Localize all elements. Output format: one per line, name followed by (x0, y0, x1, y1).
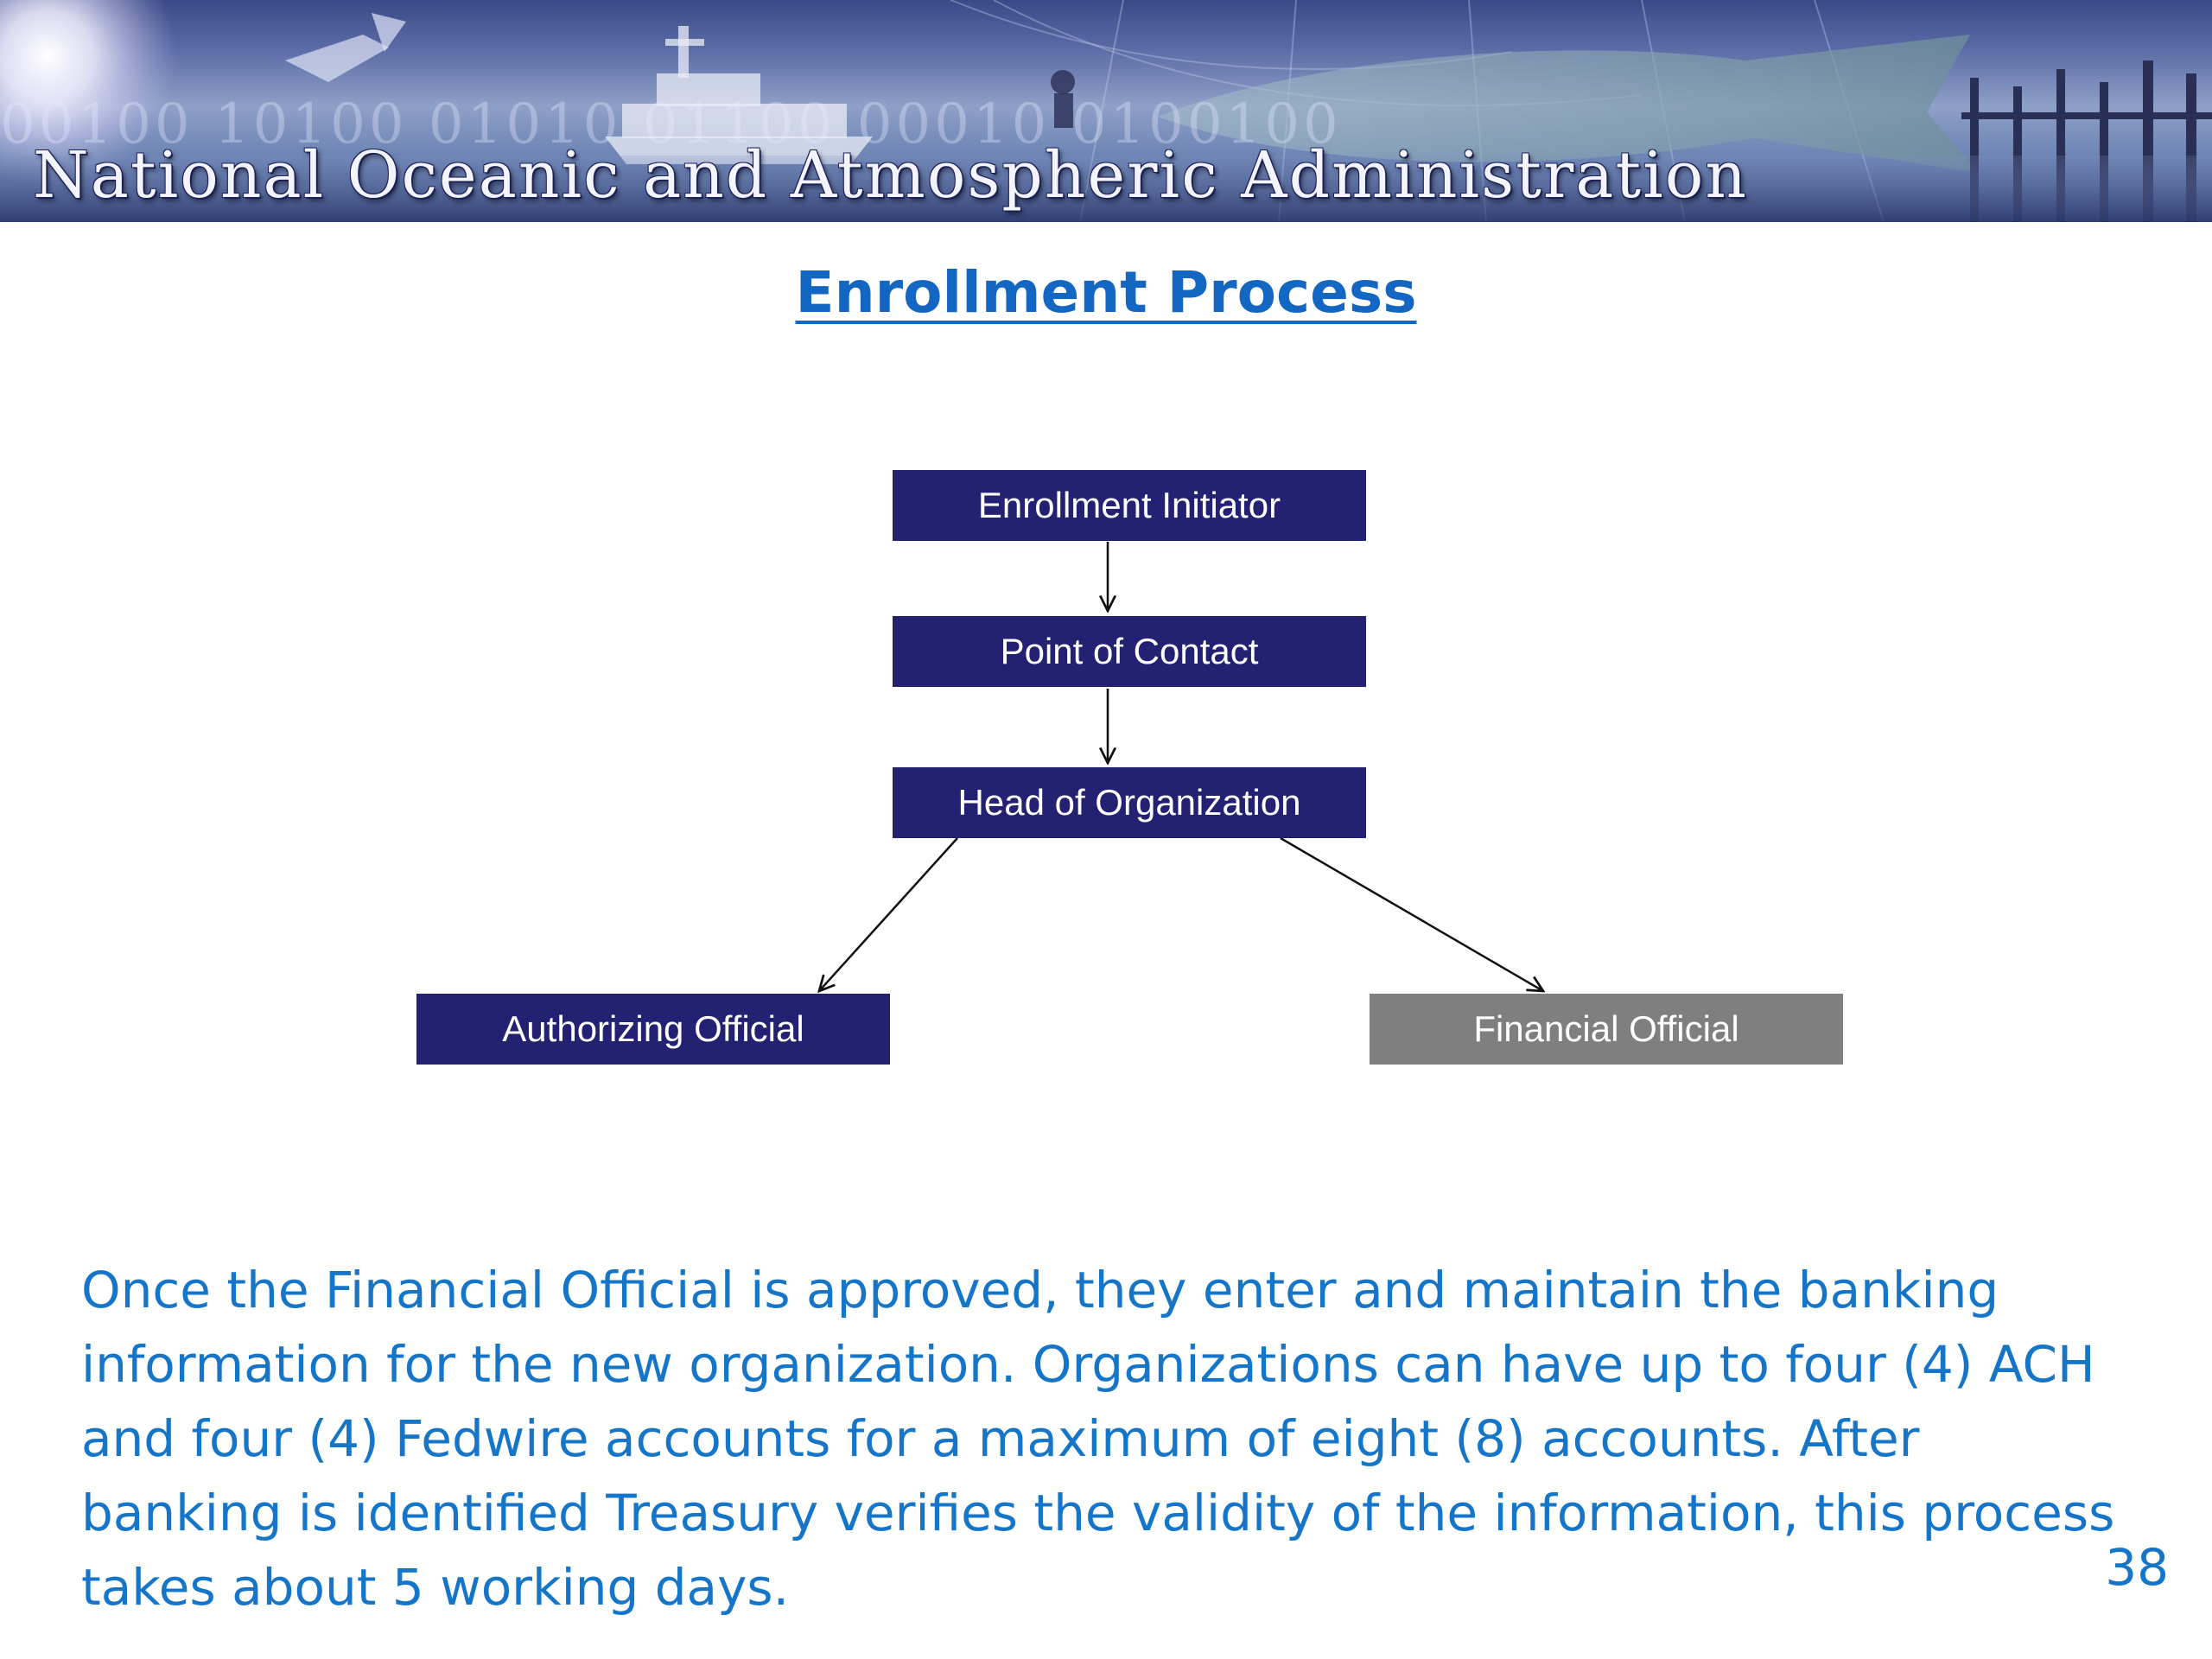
body-paragraph: Once the Financial Official is approved,… (81, 1253, 2155, 1624)
body-line-1: Once the Financial Official is approved,… (81, 1253, 2155, 1327)
body-line-2: information for the new organization. Or… (81, 1327, 2155, 1402)
node-point-of-contact: Point of Contact (893, 616, 1366, 687)
arrow-head-to-authorizing (819, 838, 957, 991)
node-financial-official: Financial Official (1370, 994, 1843, 1065)
body-line-4: banking is identified Treasury verifies … (81, 1476, 2155, 1550)
arrow-head-to-financial (1281, 838, 1543, 991)
node-enrollment-initiator: Enrollment Initiator (893, 470, 1366, 541)
node-head-of-organization: Head of Organization (893, 767, 1366, 838)
node-authorizing-official: Authorizing Official (416, 994, 890, 1065)
body-line-5: takes about 5 working days. (81, 1550, 2155, 1624)
page-number: 38 (2105, 1538, 2169, 1597)
body-line-3: and four (4) Fedwire accounts for a maxi… (81, 1402, 2155, 1476)
